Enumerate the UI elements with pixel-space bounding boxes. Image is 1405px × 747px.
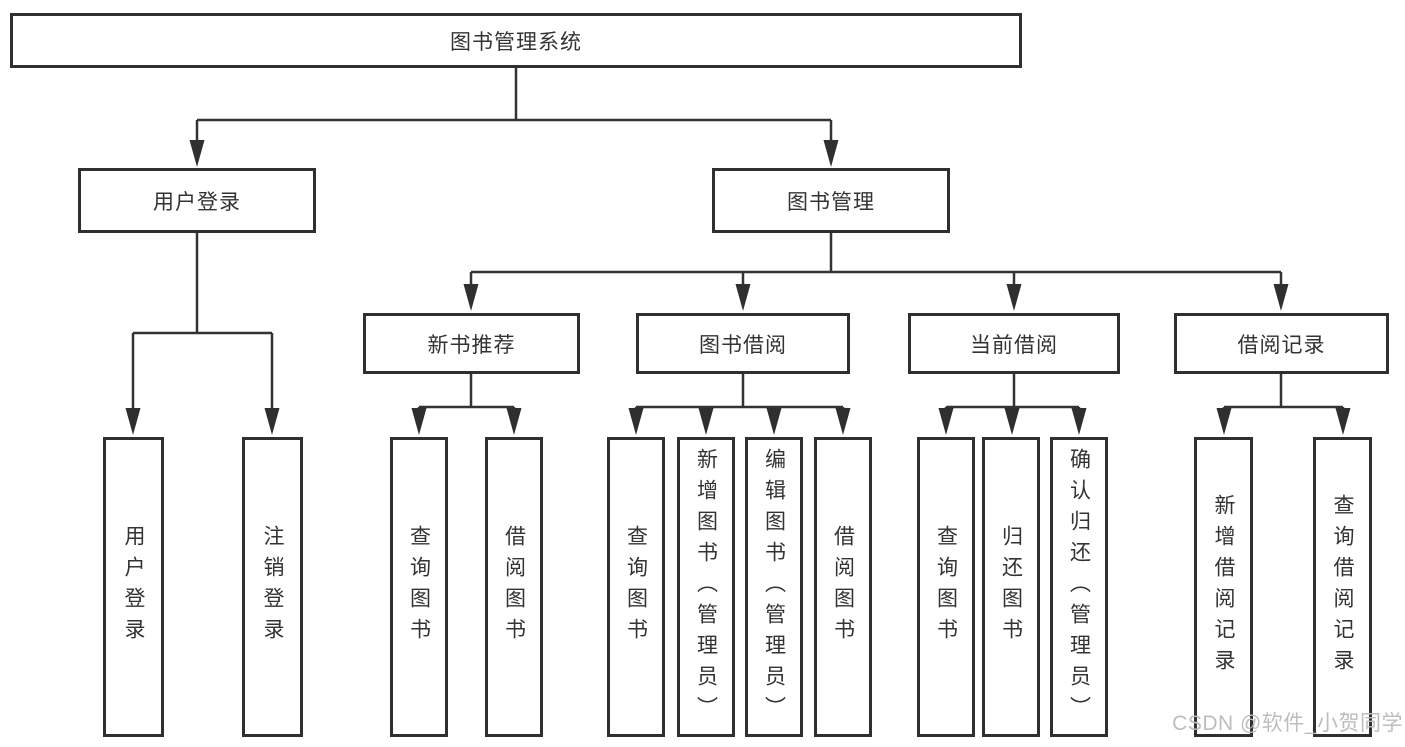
leaf-logout: 注销登录 xyxy=(242,437,303,737)
node-label: 确认归还（管理员） xyxy=(1067,447,1091,727)
node-label: 借阅图书 xyxy=(831,525,855,649)
node-label: 查询图书 xyxy=(407,525,431,649)
arrow-down-icon xyxy=(463,284,479,311)
leaf-query-books-newbook: 查询图书 xyxy=(390,437,448,737)
leaf-user-login: 用户登录 xyxy=(103,437,164,737)
connector-borrow-records-branch xyxy=(1222,374,1345,409)
arrow-down-icon xyxy=(1071,408,1087,435)
node-label: 图书管理 xyxy=(787,190,875,214)
node-library-system: 图书管理系统 xyxy=(10,13,1022,68)
node-label: 当前借阅 xyxy=(970,333,1058,357)
node-book-management: 图书管理 xyxy=(712,168,950,233)
arrow-down-icon xyxy=(125,408,141,435)
connector-book-management-branch xyxy=(469,233,1283,285)
leaf-add-borrow-record: 新增借阅记录 xyxy=(1194,437,1253,737)
leaf-query-books-current: 查询图书 xyxy=(917,437,975,737)
leaf-return-books: 归还图书 xyxy=(982,437,1040,737)
leaf-query-books-borrow: 查询图书 xyxy=(607,437,665,737)
node-new-book-recommendation: 新书推荐 xyxy=(363,313,580,374)
leaf-edit-books-admin: 编辑图书（管理员） xyxy=(745,437,803,737)
node-label: 用户登录 xyxy=(122,525,145,649)
connector-current-borrow-branch xyxy=(944,374,1081,409)
arrow-down-icon xyxy=(823,140,839,167)
node-label: 新增图书（管理员） xyxy=(694,447,718,727)
connector-root-to-level2 xyxy=(195,68,833,141)
arrow-down-icon xyxy=(1335,408,1351,435)
node-label: 新书推荐 xyxy=(427,333,516,357)
connector-user-login-branch xyxy=(131,233,274,409)
leaf-borrow-books-newbook: 借阅图书 xyxy=(485,437,543,737)
leaf-confirm-return-admin: 确认归还（管理员） xyxy=(1050,437,1108,737)
arrow-down-icon xyxy=(189,140,205,167)
node-user-login: 用户登录 xyxy=(78,168,316,233)
node-book-borrowing: 图书借阅 xyxy=(636,313,850,374)
node-label: 借阅图书 xyxy=(502,525,526,649)
arrow-down-icon xyxy=(1004,408,1020,435)
arrow-down-icon xyxy=(766,408,782,435)
arrow-down-icon xyxy=(628,408,644,435)
node-label: 新增借阅记录 xyxy=(1212,494,1235,680)
connector-new-book-branch xyxy=(417,374,516,409)
node-label: 归还图书 xyxy=(999,525,1023,649)
node-label: 编辑图书（管理员） xyxy=(762,447,786,727)
arrow-down-icon xyxy=(1006,284,1022,311)
arrow-down-icon xyxy=(735,284,751,311)
arrow-down-icon xyxy=(698,408,714,435)
arrowheads xyxy=(125,140,1351,435)
leaf-query-borrow-record: 查询借阅记录 xyxy=(1313,437,1372,737)
connector-book-borrow-branch xyxy=(634,374,845,409)
node-label: 图书借阅 xyxy=(699,333,787,357)
arrow-down-icon xyxy=(411,408,427,435)
node-label: 借阅记录 xyxy=(1237,333,1326,357)
node-label: 查询借阅记录 xyxy=(1331,494,1354,680)
arrow-down-icon xyxy=(506,408,522,435)
node-label: 用户登录 xyxy=(153,190,241,214)
node-label: 注销登录 xyxy=(261,525,284,649)
watermark: CSDN @软件_小贺同学 xyxy=(1172,712,1403,735)
node-label: 查询图书 xyxy=(934,525,958,649)
arrow-down-icon xyxy=(1216,408,1232,435)
arrow-down-icon xyxy=(938,408,954,435)
arrow-down-icon xyxy=(835,408,851,435)
node-borrowing-records: 借阅记录 xyxy=(1174,313,1389,374)
node-label: 查询图书 xyxy=(624,525,648,649)
node-label: 图书管理系统 xyxy=(450,30,582,54)
leaf-borrow-books-borrow: 借阅图书 xyxy=(814,437,872,737)
leaf-add-books-admin: 新增图书（管理员） xyxy=(677,437,735,737)
arrow-down-icon xyxy=(264,408,280,435)
node-current-borrowing: 当前借阅 xyxy=(908,313,1120,374)
arrow-down-icon xyxy=(1273,284,1289,311)
